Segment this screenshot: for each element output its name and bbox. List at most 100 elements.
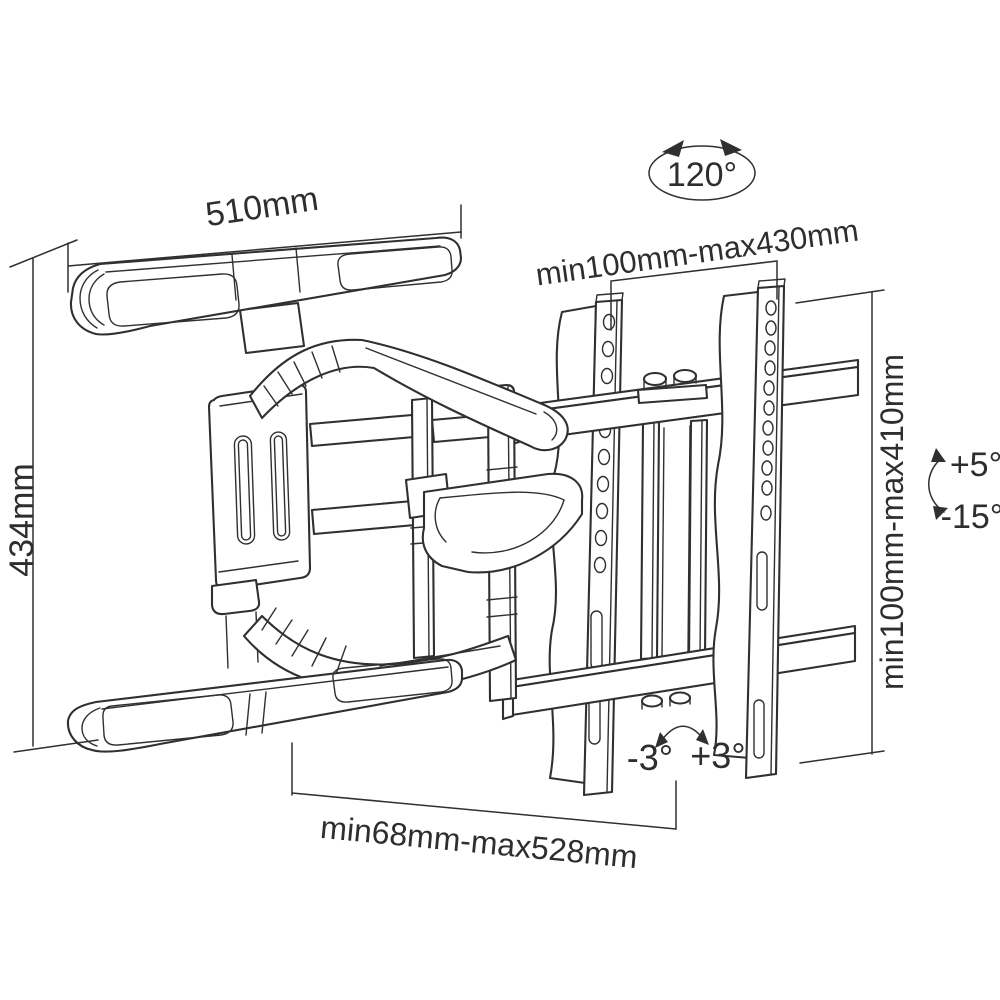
cover-pad [103,695,233,745]
arrowhead [696,729,709,745]
cover-end-cap-line [89,274,104,325]
rail-hole [765,361,775,375]
annotation-level: -3° +3° [627,726,746,778]
extension-line [800,751,884,763]
arrowhead [931,448,946,462]
link-bar-upper [310,415,414,446]
dimension-label: 434mm [3,463,41,576]
rail-hole [763,421,773,435]
dimension-swivel-120: 120° [649,139,755,200]
bolt-head [644,373,666,388]
bolt-dome [670,693,690,704]
rail-hole [762,481,772,495]
arm-upper-body [250,340,568,450]
cover-top-inner-line [106,246,440,272]
arm-rib [294,362,306,386]
center-channel [641,420,707,659]
dimension-434mm: 434mm [3,240,98,752]
vesa-bracket-assembly [503,279,858,795]
panel-outline-right [713,292,758,758]
extension-line [796,290,884,303]
arm-top-line [366,348,536,414]
arm-rib [276,620,292,644]
extension-line [14,740,98,752]
rail-hole [761,506,771,520]
rail-hole [599,450,610,465]
arrowhead [662,140,684,157]
scoop-inner-left [435,498,446,542]
rail-hole [598,477,609,492]
rail-hole [597,504,608,519]
bolt-plate [638,385,707,403]
cover-bottom-inner-line [102,667,448,709]
arm-rib [264,386,278,406]
channel-strip-right-edge [700,420,702,656]
extension-line [10,240,77,267]
cover-pad [333,659,452,702]
level-left-label: -3° [627,737,673,778]
channel-strip-right [689,420,707,657]
bolt-head [642,696,662,710]
cover-end-cap-line [82,708,100,746]
bolt-dome [674,370,696,382]
bracket-slot-inner [238,440,250,540]
arm-rib [292,630,308,656]
rail-hole [604,315,615,330]
dimension-line [292,793,676,829]
cover-end-cap-line [80,270,98,328]
bolt-head [674,370,696,385]
rail-hole [603,342,614,357]
bracket-foot [212,580,259,614]
rail-hole [765,341,775,355]
bracket-slot [270,432,290,540]
dimension-label: 510mm [203,180,321,234]
annotation-tilt: +5° -15° [929,446,1000,536]
rail-hole [764,401,774,415]
swivel-ellipse [649,146,755,200]
scoop-inner-bottom [472,500,564,553]
vesa-rail-right-top-cap [758,279,785,288]
rail-hole [763,441,773,455]
dimension-line [68,232,461,266]
rail-hole [766,321,776,335]
bracket-line [611,261,777,330]
cover-seam [246,692,266,735]
arm-rib [278,372,292,394]
arm-rib [312,352,322,378]
arm-middle-scoop [406,474,582,573]
swivel-label: 120° [667,156,737,194]
rail-slot [757,552,767,610]
vesa-rail-right [746,279,785,778]
rail-hole [762,461,772,475]
dimension-label: min100mm-max410mm [874,354,910,690]
bolt-head [670,693,690,707]
bolt-dome [644,373,666,385]
scoop-inner-top [440,492,564,500]
channel-strip-left-edge [652,422,654,658]
wall-plate-assembly [68,238,582,752]
vesa-rail-left-edge [607,300,617,792]
scoop-body [423,474,582,573]
rail-slot [754,700,764,758]
rail-hole [764,381,774,395]
arm-upper [250,340,568,450]
channel-strip-left [641,422,659,659]
tilt-down-label: -15° [941,498,1000,536]
wall-cover-top [71,238,461,335]
arrowhead [933,506,948,520]
rail-hole [595,558,606,573]
dimension-vesa-height: min100mm-max410mm [796,290,910,763]
dimension-label: min100mm-max430mm [533,213,860,293]
vesa-rail-right-edge [771,286,779,774]
wall-cover-bottom [68,659,462,752]
vesa-rail-left-top-cap [596,293,623,302]
arm-rib [262,608,276,630]
dimension-extension: min68mm-max528mm [292,743,676,875]
arm-rib [312,638,326,666]
rail-hole [602,369,613,384]
level-right-label: +3° [690,735,745,776]
bracket-slot [234,436,255,545]
channel-web-line [662,428,664,656]
cover-pad [107,274,239,326]
